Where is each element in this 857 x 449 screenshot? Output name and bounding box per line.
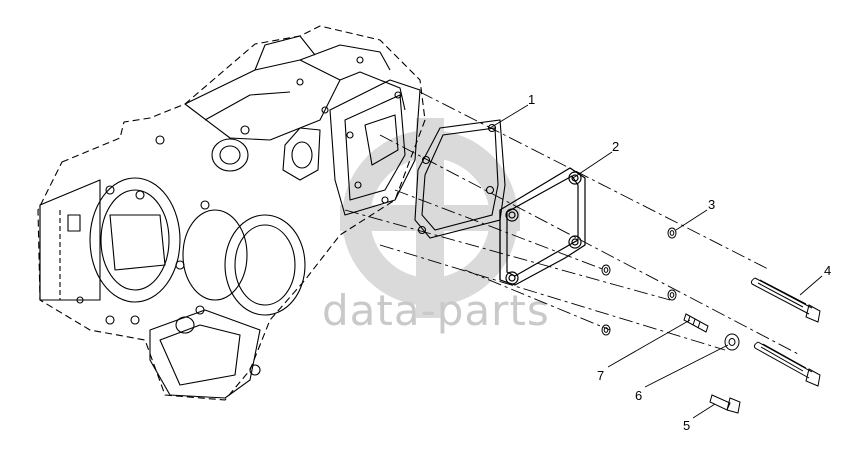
callout-7: 7 xyxy=(597,368,604,383)
callout-4: 4 xyxy=(824,263,831,278)
stud-part-7 xyxy=(683,313,709,333)
watermark-text: data-parts xyxy=(322,286,550,335)
cover-plate-part-2 xyxy=(499,167,586,286)
washers-part-3 xyxy=(601,227,677,336)
gasket-part-1 xyxy=(414,119,506,239)
callout-5: 5 xyxy=(683,418,690,433)
callout-1: 1 xyxy=(528,92,535,107)
seal-part-6 xyxy=(724,333,740,351)
short-bolt-part-5 xyxy=(709,394,741,414)
callout-3: 3 xyxy=(708,197,715,212)
callout-6: 6 xyxy=(635,388,642,403)
gear-housing xyxy=(37,25,426,401)
callout-leaders xyxy=(489,104,823,419)
long-bolts-part-4 xyxy=(750,277,821,387)
callout-2: 2 xyxy=(612,139,619,154)
